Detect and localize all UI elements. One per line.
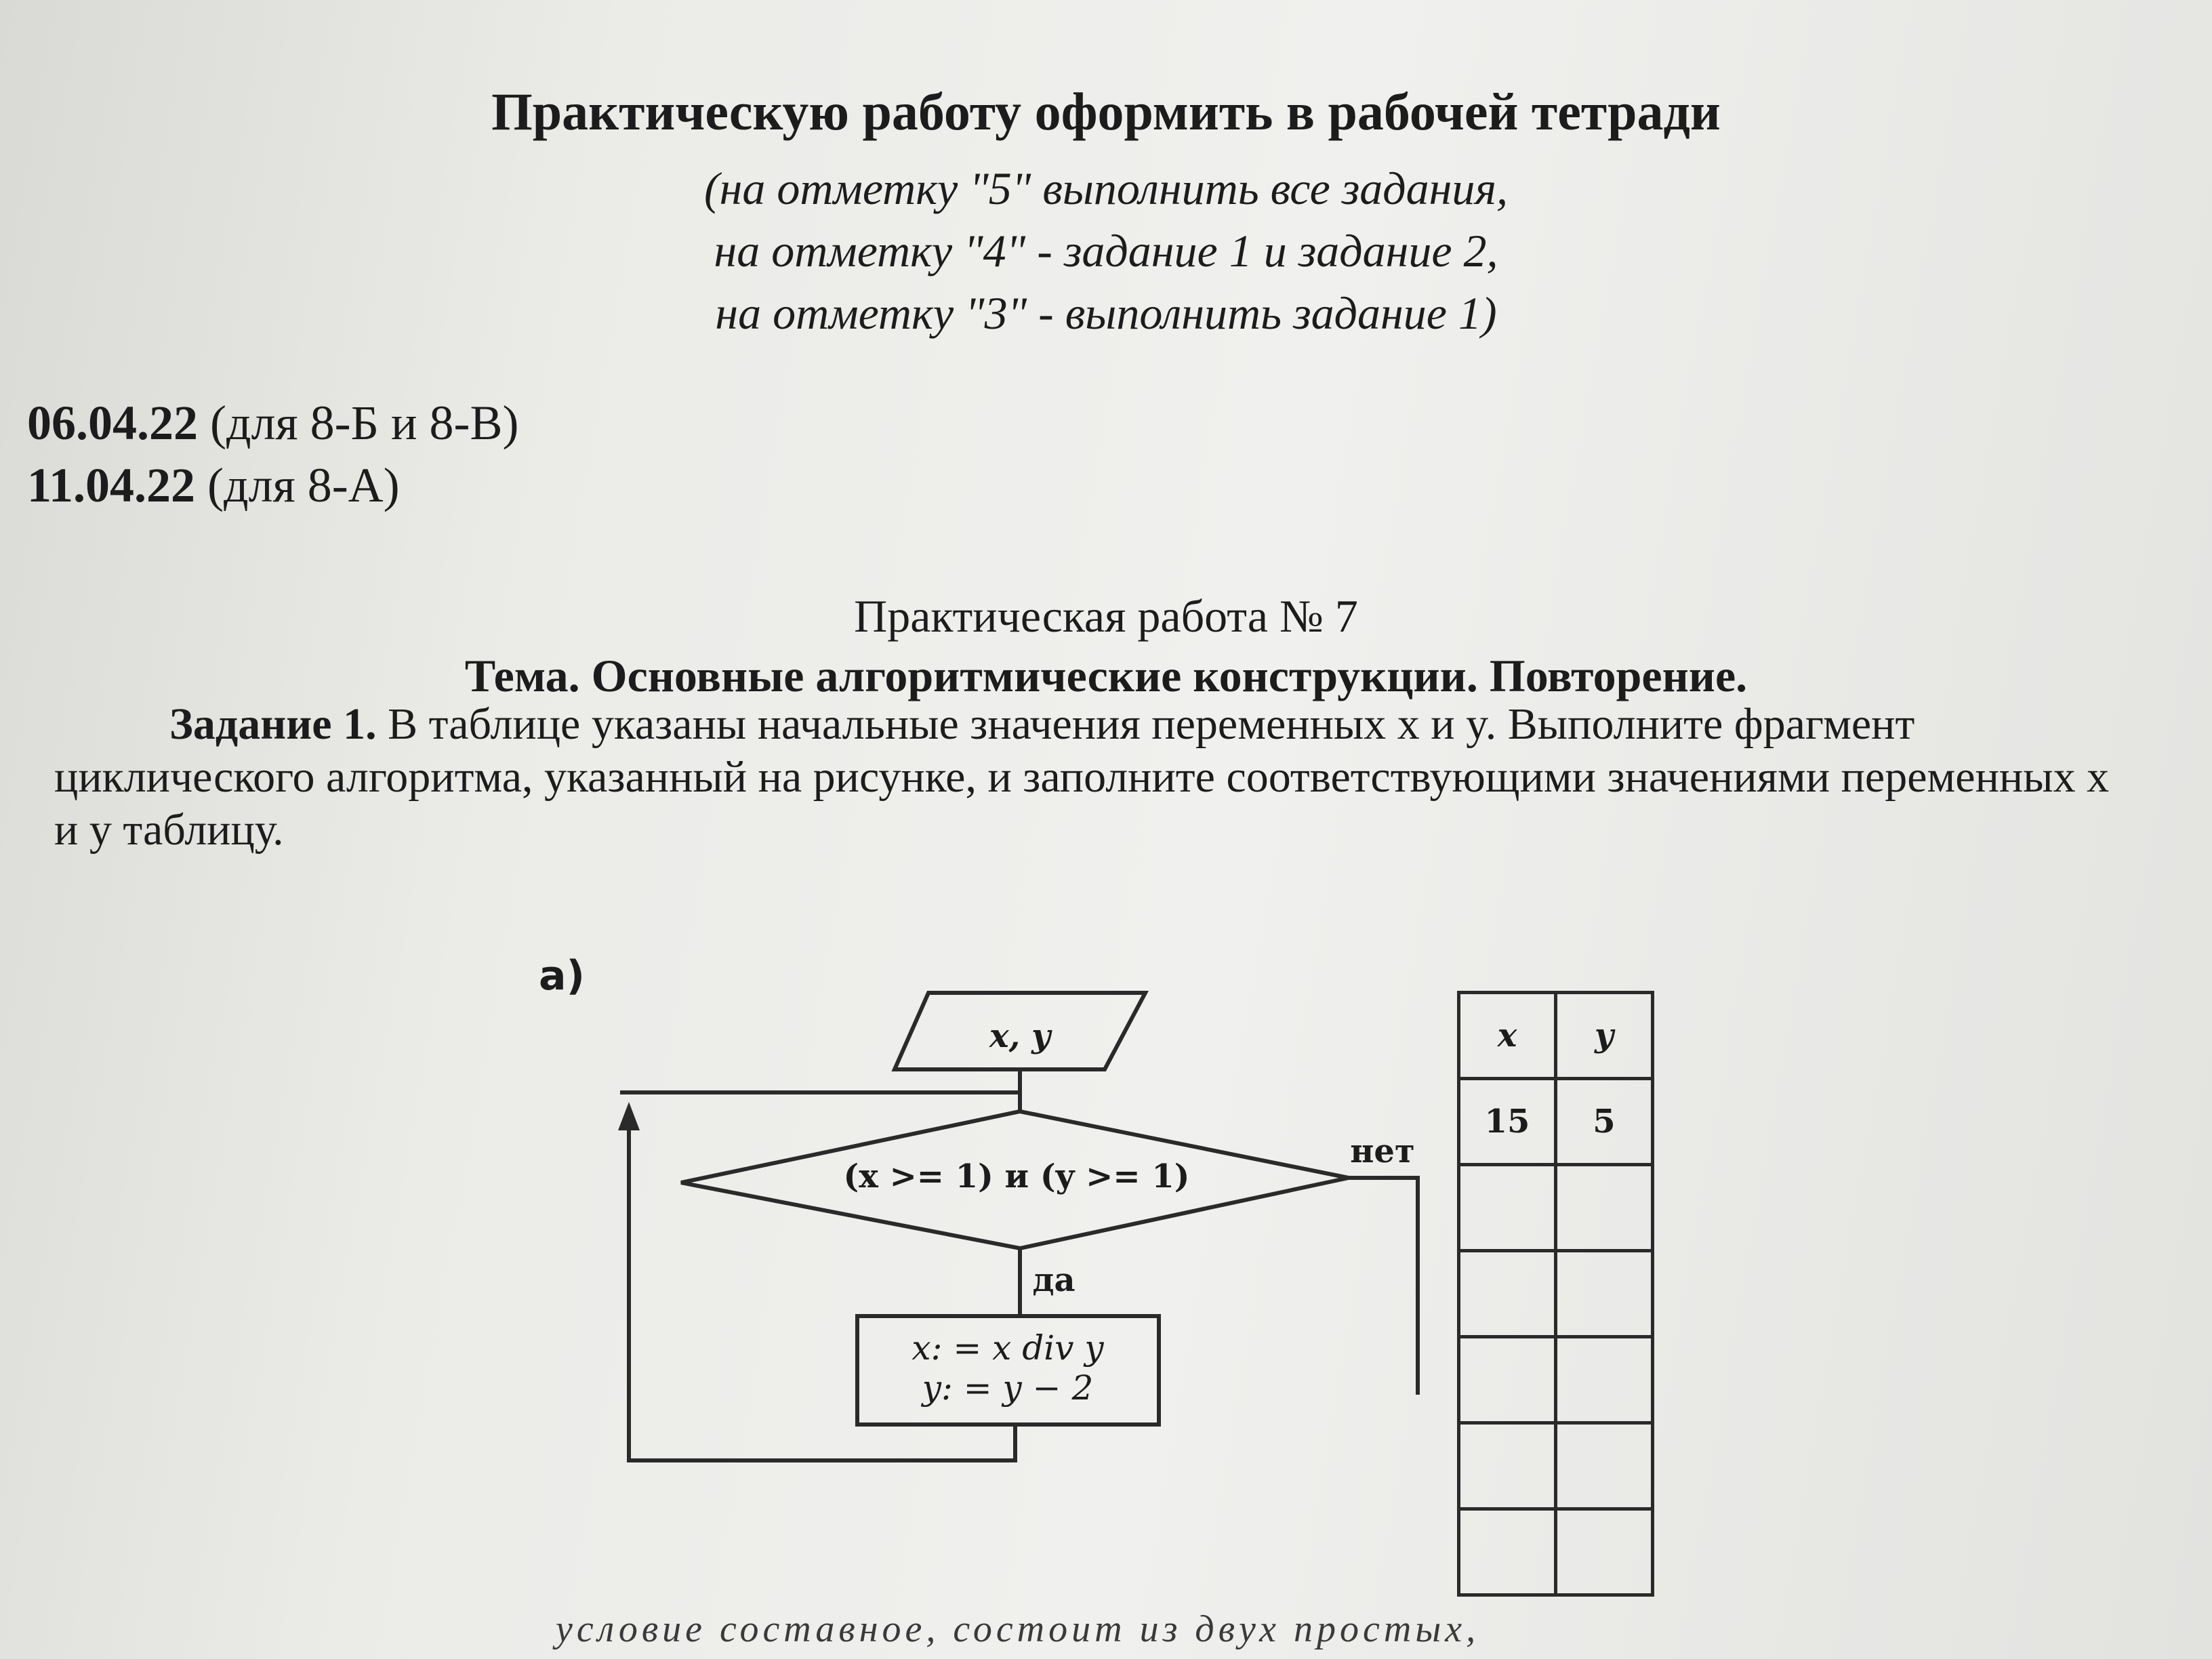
table-row: [1457, 1421, 1654, 1511]
date-value: 06.04.22: [27, 396, 198, 450]
table-row: [1457, 1507, 1654, 1597]
dates-block: 06.04.22 (для 8-Б и 8-В) 11.04.22 (для 8…: [27, 392, 518, 516]
page-heading: Практическую работу оформить в рабочей т…: [491, 82, 1721, 141]
date-line: 06.04.22 (для 8-Б и 8-В): [27, 392, 518, 454]
table-header-cell: x: [1457, 991, 1557, 1080]
input-label: x, y: [989, 1017, 1052, 1055]
arrow-head: [618, 1102, 640, 1130]
values-table: x y 15 5: [1457, 991, 1654, 1597]
grading-instructions: (на отметку "5" выполнить все задания, н…: [0, 157, 2212, 344]
table-cell[interactable]: [1554, 1249, 1654, 1338]
grade-line: на отметку "4" - задание 1 и задание 2,: [714, 225, 1498, 276]
table-cell[interactable]: [1457, 1163, 1557, 1252]
table-row: [1457, 1249, 1654, 1338]
grade-line: (на отметку "5" выполнить все задания,: [703, 163, 1509, 214]
task-1-text: Задание 1. В таблице указаны начальные з…: [54, 698, 2114, 857]
grade-line: на отметку "3" - выполнить задание 1): [715, 287, 1497, 339]
condition-label: (x >= 1) и (y >= 1): [844, 1158, 1190, 1195]
date-value: 11.04.22: [27, 458, 196, 512]
subtask-label: а): [539, 952, 585, 1000]
task-label: Задание 1.: [169, 699, 377, 749]
date-note: (для 8-Б и 8-В): [198, 396, 519, 450]
table-row: [1457, 1163, 1654, 1252]
table-cell[interactable]: 15: [1457, 1077, 1557, 1166]
table-cell[interactable]: [1554, 1335, 1654, 1425]
input-parallelogram: [891, 991, 1149, 1071]
table-cell[interactable]: [1457, 1507, 1557, 1597]
date-line: 11.04.22 (для 8-А): [27, 454, 518, 516]
yes-label: да: [1032, 1261, 1075, 1299]
table-cell[interactable]: [1554, 1507, 1654, 1597]
table-header-cell: y: [1554, 991, 1654, 1080]
table-cell[interactable]: 5: [1554, 1077, 1654, 1166]
table-row: 15 5: [1457, 1077, 1654, 1166]
no-label: нет: [1350, 1132, 1414, 1170]
topic-title: Тема. Основные алгоритмические конструкц…: [464, 650, 1748, 701]
table-cell[interactable]: [1457, 1249, 1557, 1338]
action-line: y: = y − 2: [921, 1368, 1094, 1408]
exit-line: [1349, 1176, 1420, 1395]
table-header-row: x y: [1457, 991, 1654, 1080]
action-box: [855, 1314, 1161, 1427]
action-line: x: = x div y: [912, 1328, 1104, 1368]
table-cell[interactable]: [1457, 1421, 1557, 1511]
table-cell[interactable]: [1554, 1421, 1654, 1511]
cut-off-text: условие составное, состоит из двух прост…: [556, 1608, 1480, 1650]
work-title: Практическая работа № 7: [854, 590, 1358, 642]
task-body: В таблице указаны начальные значения пер…: [54, 699, 2110, 855]
table-cell[interactable]: [1554, 1163, 1654, 1252]
table-cell[interactable]: [1457, 1335, 1557, 1425]
table-row: [1457, 1335, 1654, 1425]
loop-line: [627, 1111, 1017, 1462]
date-note: (для 8-А): [195, 458, 400, 512]
